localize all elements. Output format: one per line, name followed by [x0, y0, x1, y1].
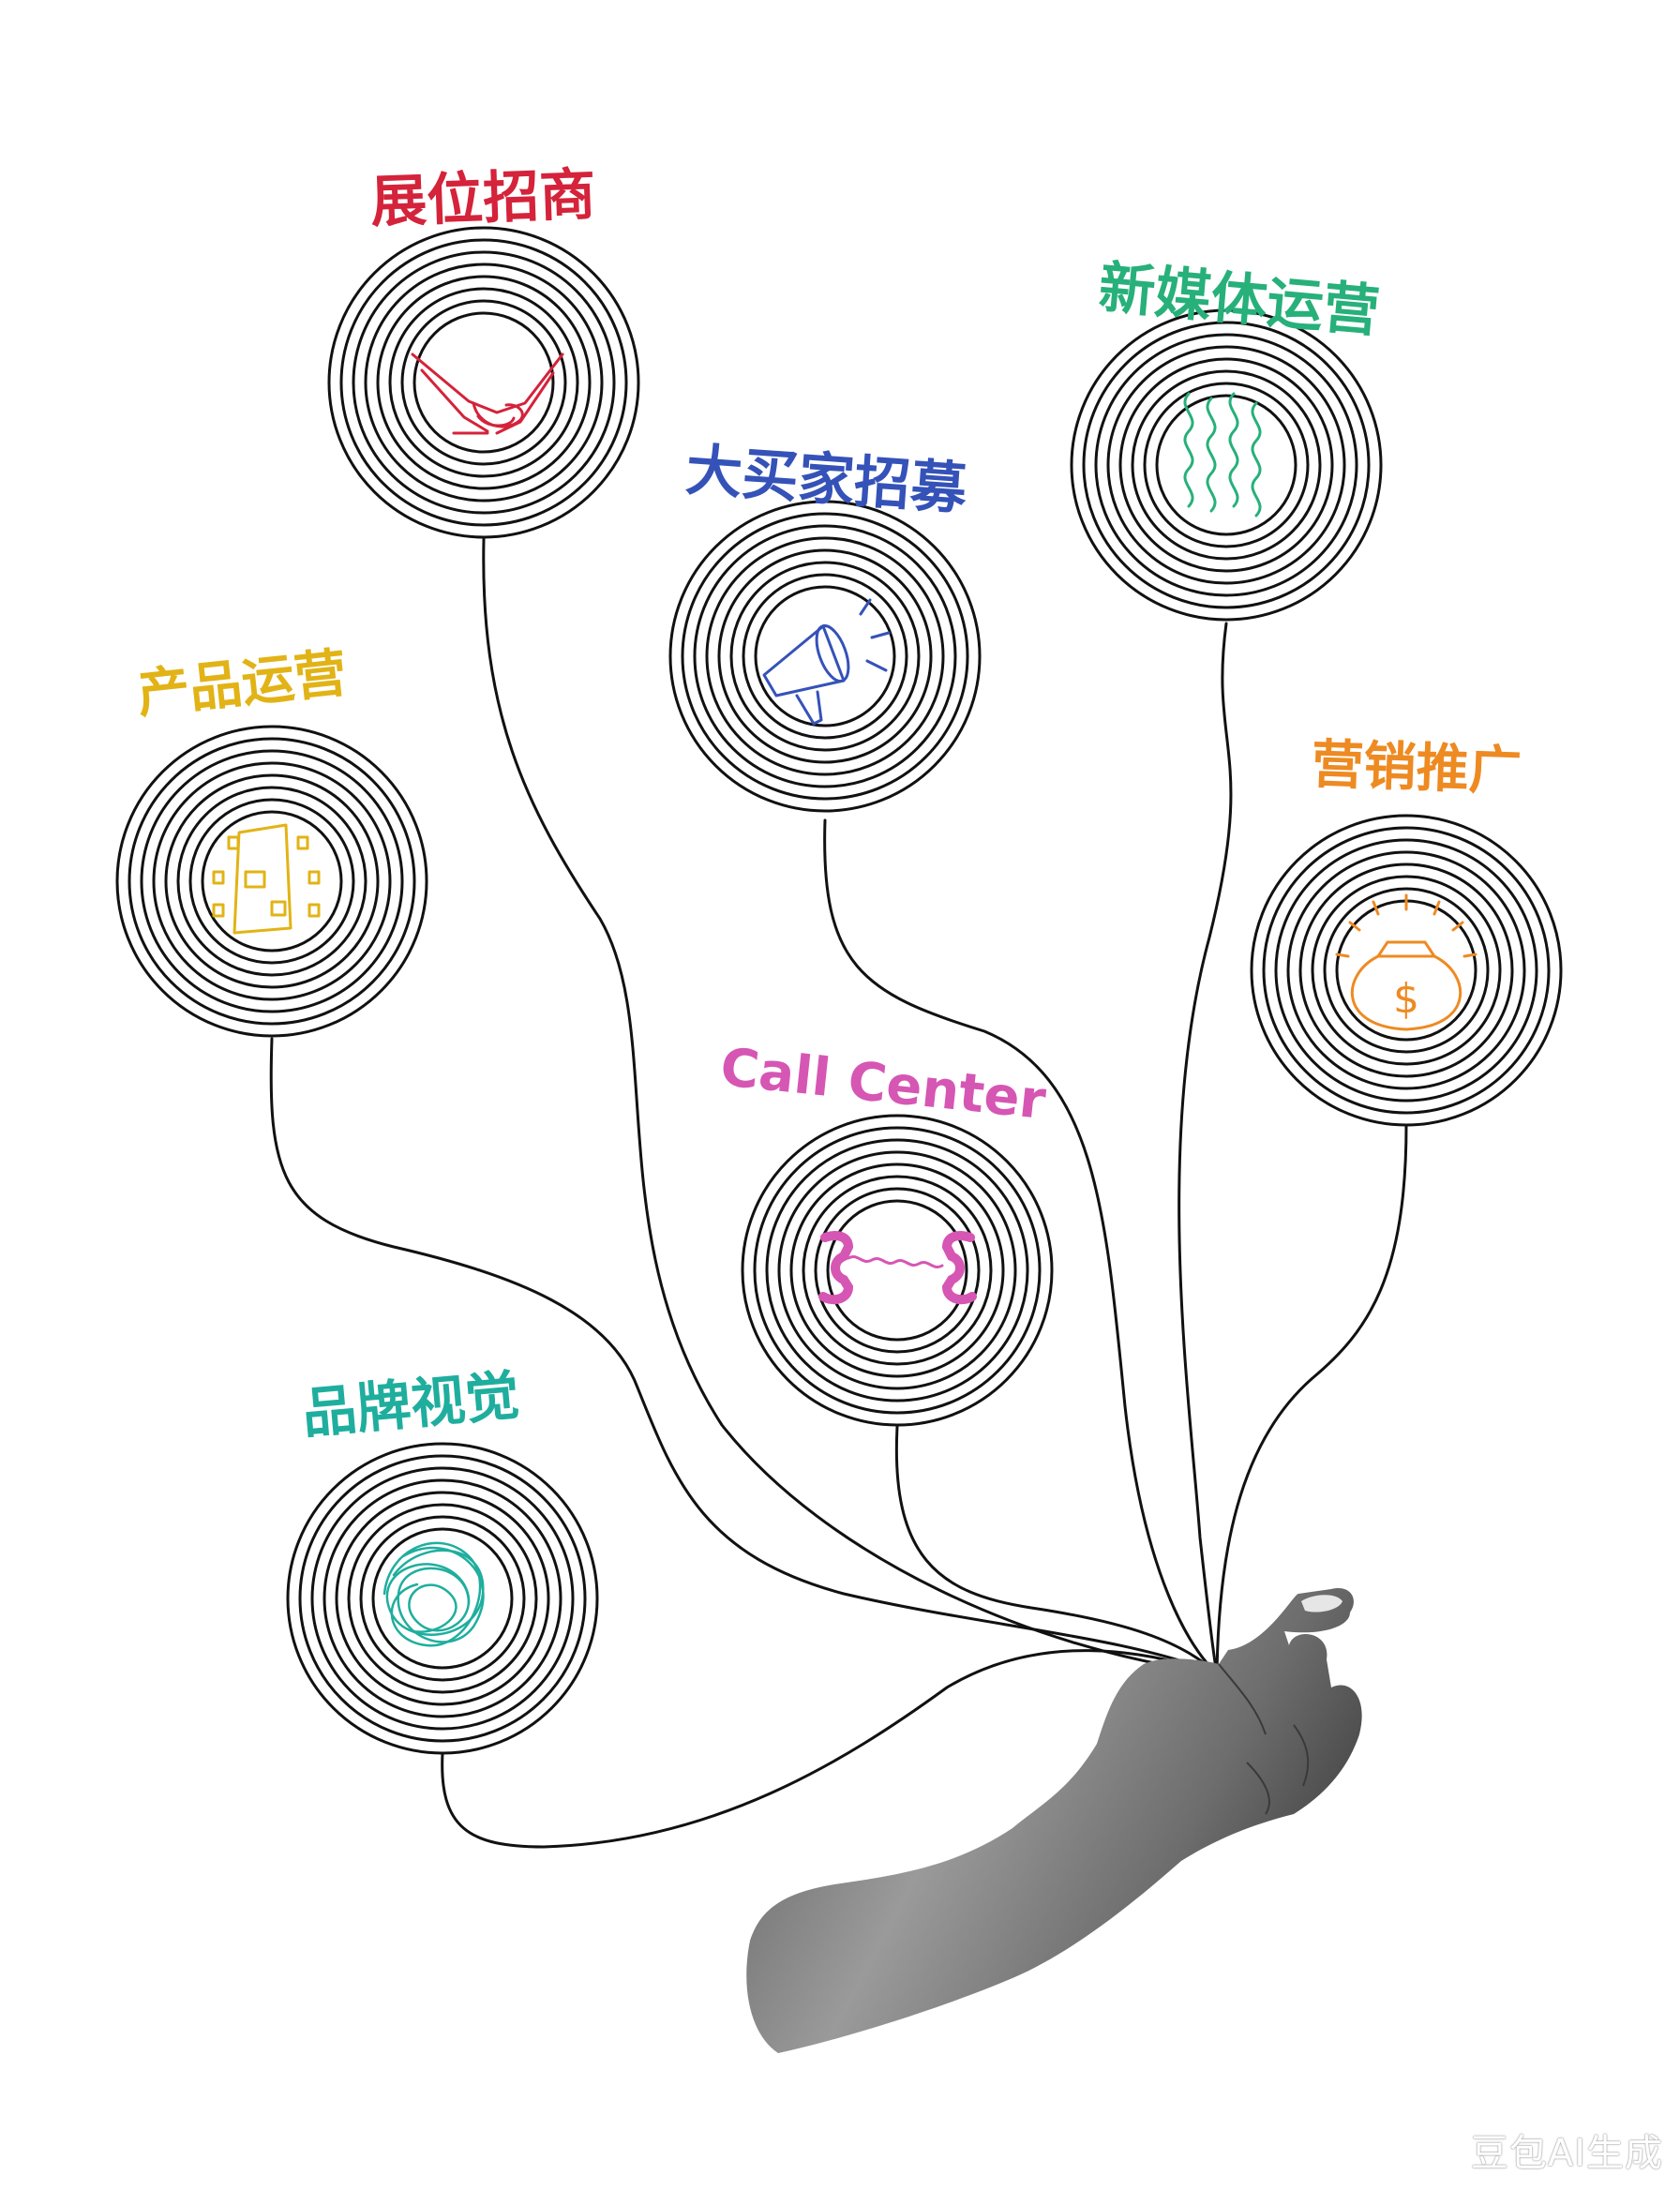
megaphone-icon — [762, 598, 891, 726]
ring — [310, 1466, 575, 1731]
ring — [298, 1454, 587, 1743]
ring — [1311, 875, 1502, 1066]
string-buyer — [823, 818, 1219, 1675]
ring — [364, 262, 604, 502]
ring — [412, 311, 555, 454]
ring — [693, 524, 957, 788]
wavy-lines-icon — [1183, 392, 1262, 518]
handshake-icon — [411, 352, 564, 435]
ring — [1118, 357, 1334, 573]
ring — [826, 1199, 968, 1342]
string-booth — [482, 537, 1219, 1675]
node-label-media: 新媒体运营 — [1096, 255, 1382, 345]
ring — [802, 1175, 993, 1366]
ring — [140, 749, 404, 1013]
ring — [1131, 369, 1322, 561]
ring — [1262, 826, 1551, 1115]
node-label-marketing: 营销推广 — [1311, 734, 1522, 802]
ring — [188, 798, 355, 965]
ring — [339, 238, 628, 527]
node-label-buyer: 大买家招募 — [683, 438, 969, 523]
product-layout-icon — [212, 823, 321, 935]
ring — [1082, 321, 1371, 609]
string-callcenter — [894, 1425, 1219, 1675]
ring — [789, 1162, 1005, 1378]
node-label-product: 产品运营 — [134, 643, 350, 726]
node-label-brand: 品牌视觉 — [300, 1363, 522, 1446]
node-media-rings — [1070, 308, 1383, 622]
ring — [742, 573, 908, 740]
ring — [327, 226, 640, 539]
scribble-icon — [382, 1541, 485, 1647]
ring — [322, 1478, 562, 1718]
ring — [359, 1515, 526, 1682]
ring — [347, 1503, 538, 1694]
telephone-icon — [818, 1231, 977, 1305]
ring — [1298, 862, 1514, 1078]
ring — [1094, 333, 1358, 597]
node-callcenter-rings — [741, 1114, 1054, 1427]
ring — [754, 585, 896, 728]
ring — [1274, 838, 1538, 1102]
node-marketing-rings — [1250, 814, 1563, 1127]
ring — [729, 561, 921, 752]
hand-image — [746, 1588, 1362, 2053]
ring — [681, 512, 969, 801]
ring — [371, 1527, 514, 1670]
node-booth-rings — [327, 226, 640, 539]
svg-text:$: $ — [1393, 975, 1419, 1023]
string-marketing — [1215, 1123, 1408, 1675]
ring — [1286, 850, 1526, 1090]
watermark: 豆包AI生成 — [1470, 2132, 1663, 2175]
ring — [115, 725, 428, 1038]
ring — [376, 275, 592, 490]
money-bag-icon: $ — [1335, 893, 1478, 1031]
ring — [152, 761, 392, 1001]
node-label-booth: 展位招商 — [369, 162, 596, 235]
ring — [400, 299, 567, 466]
ring — [1250, 814, 1563, 1127]
ring — [352, 250, 616, 515]
ring — [128, 737, 416, 1026]
ring — [1323, 887, 1490, 1054]
node-product-rings — [115, 725, 428, 1038]
ring — [814, 1187, 981, 1354]
ring — [777, 1150, 1017, 1390]
ring — [668, 500, 982, 813]
ring — [335, 1491, 550, 1706]
ring — [201, 810, 343, 952]
ring — [717, 548, 933, 764]
ring — [741, 1114, 1054, 1427]
ring — [286, 1442, 599, 1755]
ring — [388, 287, 579, 478]
ring — [705, 536, 945, 776]
ring — [753, 1126, 1042, 1415]
ring — [1070, 308, 1383, 622]
node-buyer-rings — [668, 500, 982, 813]
ring — [1143, 382, 1310, 548]
ring — [1155, 394, 1298, 536]
strings — [269, 537, 1408, 1849]
string-brand — [441, 1649, 1219, 1849]
node-brand-rings — [286, 1442, 599, 1755]
ring — [176, 786, 368, 977]
ring — [1106, 345, 1346, 585]
ring — [164, 773, 380, 989]
string-media — [1178, 622, 1233, 1675]
string-product — [269, 1037, 1219, 1675]
ring — [765, 1138, 1029, 1402]
rings-layer — [115, 226, 1563, 1755]
